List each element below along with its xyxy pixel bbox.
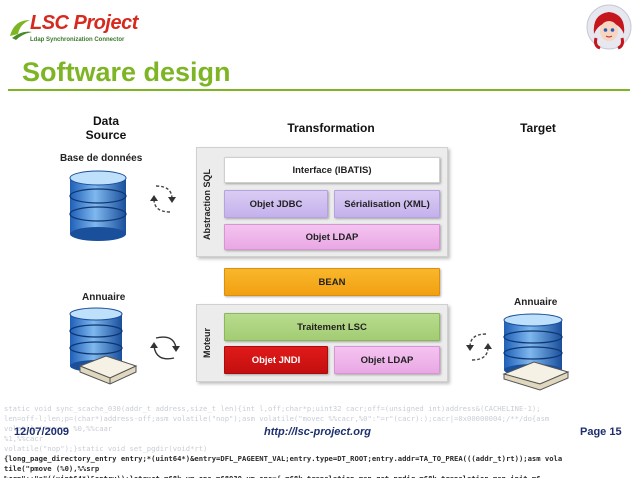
database-icon: [69, 170, 127, 241]
bean-box: BEAN: [224, 268, 440, 296]
objet-ldap-bottom-box: Objet LDAP: [334, 346, 440, 374]
footer-date: 12/07/2009: [14, 426, 70, 438]
code-line: volatile("movec %0,%%caar movec %1,%%cac…: [4, 424, 113, 433]
mascot-avatar-icon: [586, 4, 632, 50]
sync-arrows-icon-bottom-left: [150, 336, 180, 360]
column-header-transformation: Transformation: [287, 121, 375, 135]
background-code-text: static void sync_scache_030(addr_t addre…: [4, 404, 634, 478]
sync-arrows-icon-right: [466, 333, 492, 361]
code-line: volatile("nop");}static void set_pgdir(v…: [4, 444, 208, 453]
sync-arrows-icon-top-left: [150, 185, 176, 213]
abstraction-sql-label: Abstraction SQL: [202, 168, 212, 240]
database-label: Base de données: [60, 153, 143, 164]
annuaire-right-label: Annuaire: [514, 297, 558, 308]
interface-ibatis-box: Interface (IBATIS): [224, 157, 440, 183]
page-title: Software design: [22, 57, 231, 87]
title-underline: [8, 89, 630, 91]
code-line: tile("pmove (%0),%%srp pmove (%0),%: [4, 464, 100, 473]
serialisation-xml-box: Sérialisation (XML): [334, 190, 440, 218]
logo-text: LSC Project: [30, 12, 138, 34]
traitement-lsc-box: Traitement LSC: [224, 313, 440, 341]
annuaire-left-label: Annuaire: [82, 292, 126, 303]
column-header-data-source: Data Source: [78, 114, 134, 142]
lsc-project-logo: LSC Project Ldap Synchronization Connect…: [8, 10, 140, 46]
code-line: %1,%%cacr addq.l #4,%0 movec %0,%%caar m…: [4, 434, 43, 443]
data-source-line1: Data: [92, 114, 119, 128]
footer-url-link[interactable]: http://lsc-project.org: [264, 426, 371, 438]
column-header-target: Target: [520, 121, 556, 135]
code-line: len=off-l;len;p=(char*)address-off;asm v…: [4, 414, 550, 423]
objet-jndi-box: Objet JNDI: [224, 346, 328, 374]
directory-left-icon: [69, 307, 138, 385]
logo-swoosh-icon: [10, 20, 32, 40]
directory-right-icon: [502, 313, 570, 391]
code-line: static void sync_scache_030(addr_t addre…: [4, 404, 541, 413]
moteur-label: Moteur: [202, 328, 212, 358]
code-line: %crp"::"a"((uint64*)&entry));}struct m68…: [4, 474, 634, 478]
code-line: {long_page_directory_entry entry;*(uint6…: [4, 454, 563, 463]
objet-ldap-top-box: Objet LDAP: [224, 224, 440, 250]
objet-jdbc-box: Objet JDBC: [224, 190, 328, 218]
footer-page-number: Page 15: [580, 426, 622, 438]
data-source-line2: Source: [85, 128, 127, 142]
logo-subtitle: Ldap Synchronization Connector: [30, 37, 125, 43]
